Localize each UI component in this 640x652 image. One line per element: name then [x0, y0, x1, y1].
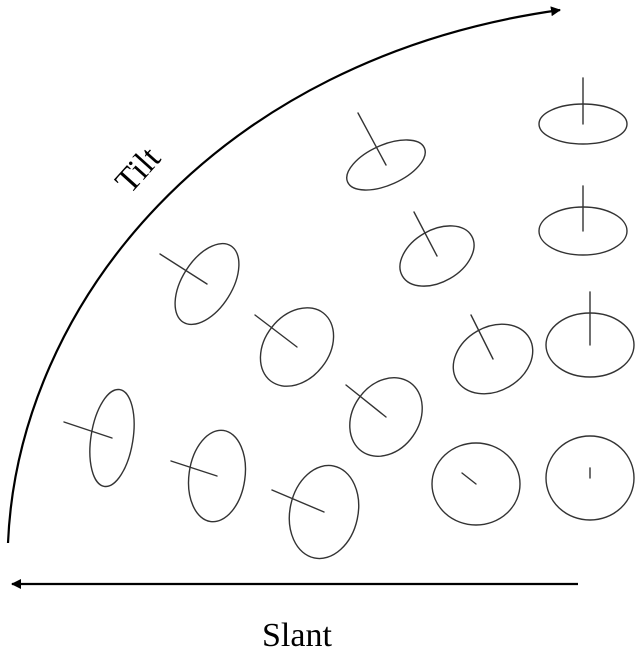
gauge-probe — [271, 464, 360, 560]
slant-label: Slant — [262, 617, 332, 652]
gauge-probe — [346, 112, 426, 191]
tilt-arrow — [6, 6, 561, 544]
gauge-probe — [545, 291, 635, 378]
gauge-probe — [345, 377, 423, 457]
gauge-probe — [538, 77, 628, 145]
gauge-probe — [254, 307, 335, 387]
tilt-label: Tilt — [108, 140, 168, 201]
gauge-probe — [431, 442, 521, 526]
gauge-probe — [159, 242, 240, 326]
gauge-probe — [63, 388, 135, 488]
gauge-probe — [399, 211, 475, 287]
gauge-probe — [538, 185, 628, 256]
gauge-probe — [545, 435, 635, 521]
gauge-probe — [170, 429, 247, 523]
gauge-probe — [452, 314, 534, 395]
gauge-probes — [63, 77, 635, 560]
